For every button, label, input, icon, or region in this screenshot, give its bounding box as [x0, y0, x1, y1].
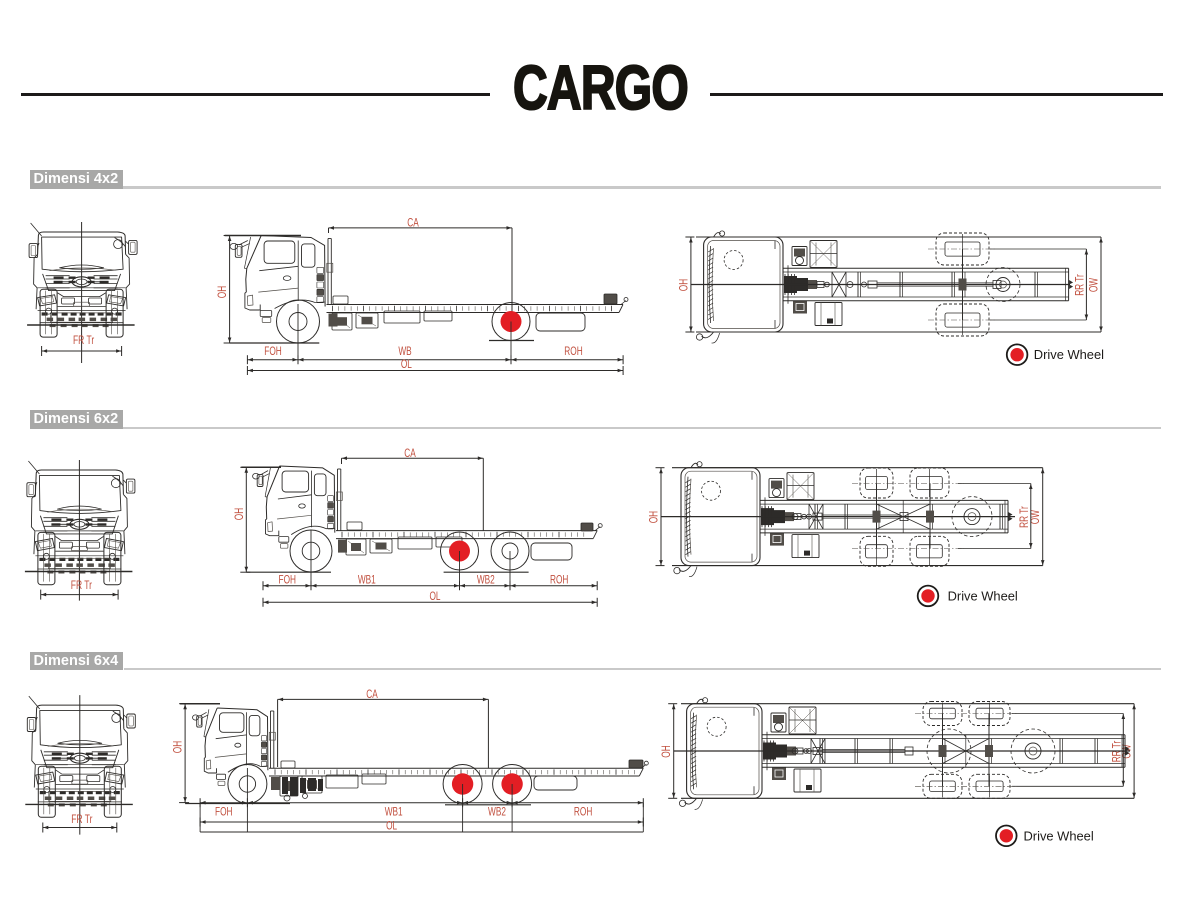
svg-text:ROH: ROH: [550, 574, 568, 587]
svg-text:FOH: FOH: [279, 574, 296, 587]
svg-text:Drive Wheel: Drive Wheel: [948, 588, 1018, 603]
svg-text:OL: OL: [386, 820, 397, 833]
svg-text:WB2: WB2: [477, 574, 495, 587]
svg-text:WB1: WB1: [385, 806, 403, 819]
svg-text:FOH: FOH: [215, 806, 232, 819]
svg-text:OL: OL: [401, 359, 412, 372]
svg-text:FR Tr: FR Tr: [71, 814, 93, 827]
svg-text:Drive Wheel: Drive Wheel: [1034, 347, 1104, 362]
svg-text:RR Tr: RR Tr: [1074, 274, 1087, 296]
svg-text:CA: CA: [407, 218, 419, 231]
svg-text:WB1: WB1: [358, 574, 376, 587]
svg-text:OH: OH: [678, 279, 691, 291]
svg-text:OL: OL: [429, 591, 440, 604]
svg-text:ROH: ROH: [564, 346, 582, 359]
svg-text:OH: OH: [217, 286, 230, 298]
svg-text:OH: OH: [234, 508, 247, 520]
svg-text:Drive Wheel: Drive Wheel: [1024, 828, 1094, 843]
svg-text:OH: OH: [172, 741, 185, 753]
svg-text:CA: CA: [404, 448, 416, 461]
svg-text:WB: WB: [398, 346, 412, 359]
svg-text:FR Tr: FR Tr: [73, 335, 95, 348]
svg-text:CA: CA: [366, 689, 378, 702]
svg-text:OW: OW: [1030, 510, 1043, 525]
svg-text:ROH: ROH: [574, 806, 592, 819]
svg-text:OH: OH: [661, 745, 674, 757]
svg-text:OH: OH: [648, 511, 661, 523]
svg-text:WB2: WB2: [488, 806, 506, 819]
svg-text:RR Tr: RR Tr: [1019, 506, 1032, 528]
svg-text:OW: OW: [1088, 277, 1101, 292]
svg-text:FR Tr: FR Tr: [71, 580, 93, 593]
svg-text:FOH: FOH: [264, 346, 281, 359]
